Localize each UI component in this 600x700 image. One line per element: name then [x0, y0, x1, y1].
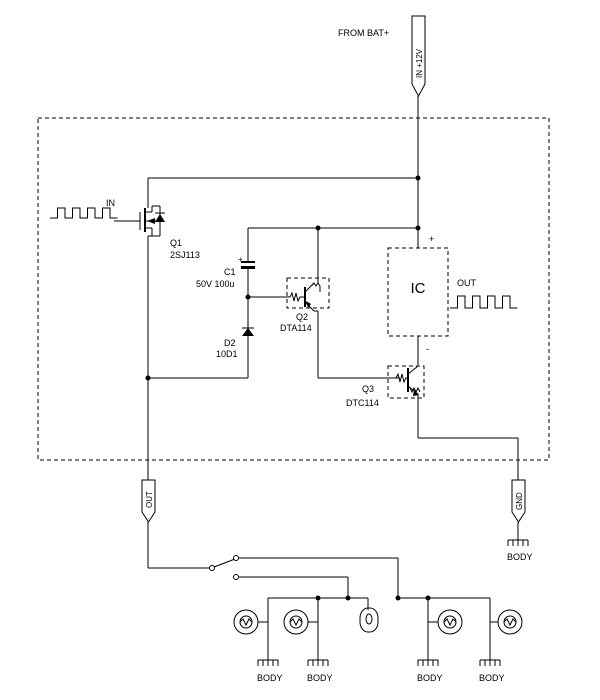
ic-ref: IC — [411, 280, 426, 297]
ic-minus: - — [426, 344, 429, 354]
q3-ref: Q3 — [362, 384, 374, 394]
d2-part: 10D1 — [216, 349, 238, 359]
terminal-gnd: GND — [511, 479, 526, 523]
lamp-center — [359, 607, 379, 633]
lamp-3: BODY — [417, 598, 463, 683]
terminal-out: OUT — [141, 479, 156, 523]
q1-mosfet: Q1 2SJ113 — [114, 177, 418, 260]
source-label: FROM BAT+ — [338, 28, 389, 38]
lamp-4: BODY — [479, 598, 523, 683]
q2-ref: Q2 — [296, 312, 308, 322]
q2-transistor: Q2 DTA114 — [248, 228, 330, 378]
ic-plus: + — [429, 234, 434, 244]
terminal-out-label: OUT — [145, 491, 154, 508]
q3-part: DTC114 — [346, 398, 379, 408]
d2-ref: D2 — [224, 338, 236, 348]
terminal-in-12v-label: IN +12V — [415, 48, 424, 78]
input-signal-label: IN — [106, 198, 115, 208]
junction — [345, 595, 351, 601]
lamp-body-label-3: BODY — [417, 673, 443, 683]
gnd-body-label: BODY — [507, 552, 533, 562]
terminal-gnd-label: GND — [515, 492, 524, 510]
c1-capacitor: + C1 50V 100u — [196, 228, 255, 328]
c1-value: 50V 100u — [196, 279, 235, 289]
q1-ref: Q1 — [170, 238, 182, 248]
c1-polarity: + — [238, 255, 243, 264]
q2-part: DTA114 — [280, 323, 312, 333]
q3-transistor: Q3 DTC114 — [346, 365, 425, 438]
junction — [145, 375, 151, 381]
output-signal-label: OUT — [457, 278, 477, 288]
output-waveform — [450, 295, 518, 309]
junction — [415, 225, 421, 231]
lamp-switch — [209, 555, 239, 580]
lamp-body-label-1: BODY — [257, 673, 283, 683]
input-waveform — [50, 207, 118, 219]
c1-ref: C1 — [224, 267, 236, 277]
ic-block: IC + - — [387, 234, 449, 365]
lamp-2: BODY — [283, 598, 333, 683]
d2-diode: D2 10D1 — [216, 327, 254, 378]
module-enclosure — [37, 117, 550, 461]
lamp-body-label-2: BODY — [307, 673, 333, 683]
ground-symbol — [507, 539, 529, 546]
terminal-in-12v: IN +12V — [411, 15, 426, 98]
junction — [395, 595, 401, 601]
q1-part: 2SJ113 — [170, 250, 200, 260]
lamp-body-label-4: BODY — [479, 673, 505, 683]
junction — [415, 175, 421, 181]
lamp-1: BODY — [233, 598, 283, 683]
